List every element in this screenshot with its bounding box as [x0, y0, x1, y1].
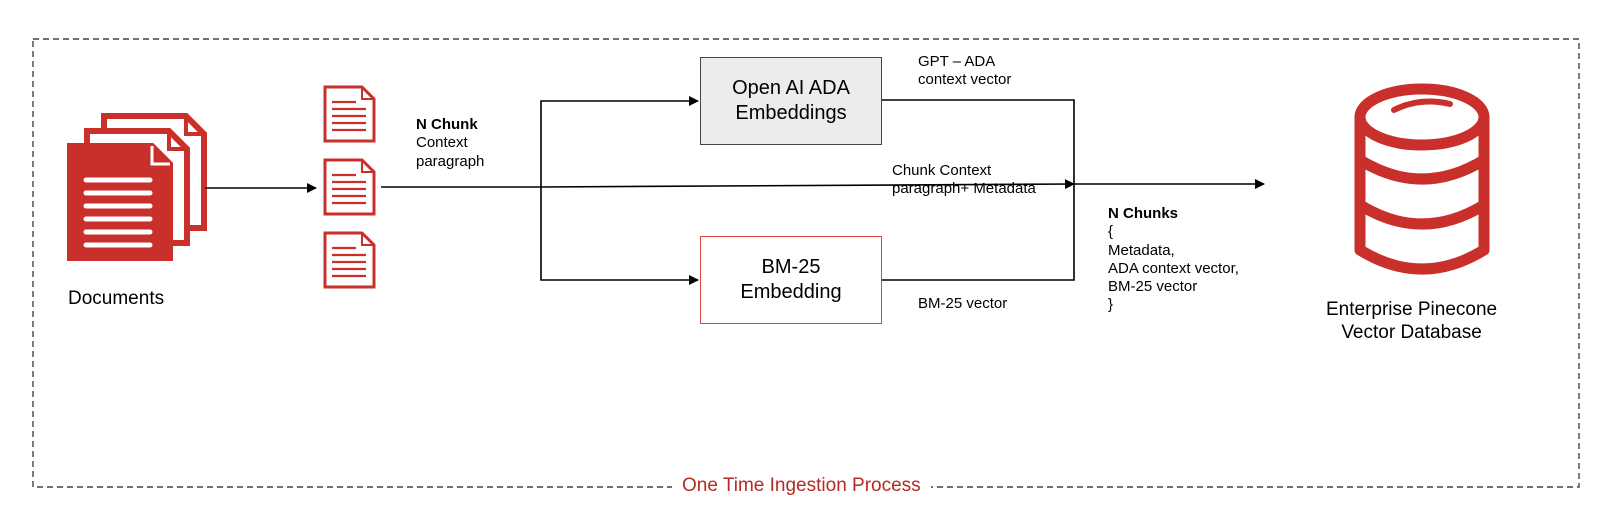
gpt-ada-label-line: context vector [918, 71, 1012, 89]
chunk-context-label: Chunk Context paragraph+ Metadata [892, 162, 1036, 199]
n-chunks-line: BM-25 vector [1108, 278, 1198, 296]
n-chunks-line: } [1108, 296, 1114, 314]
to-ada-arrow [540, 96, 699, 187]
chunk-document-icon [323, 158, 376, 216]
chunk-label: N Chunk Context paragraph [416, 116, 484, 171]
database-icon [1354, 83, 1490, 275]
bm25-box-line: Embedding [740, 281, 842, 303]
n-chunks-line: Metadata, [1108, 241, 1175, 259]
documents-stack-icon [67, 113, 207, 261]
process-boundary [32, 38, 1580, 488]
chunk-label-title: N Chunk [416, 116, 478, 133]
database-label: Enterprise Pinecone Vector Database [1326, 298, 1497, 344]
process-label: One Time Ingestion Process [672, 474, 931, 498]
n-chunks-block: N Chunks { Metadata, ADA context vector,… [1108, 205, 1239, 315]
ada-box-line: Embeddings [735, 102, 847, 124]
chunk-label-line: Context [416, 134, 468, 152]
chunk-document-icon [323, 231, 376, 289]
to-bm25-arrow [540, 187, 699, 285]
n-chunks-line: ADA context vector, [1108, 259, 1239, 277]
ada-embeddings-box: Open AI ADA Embeddings [700, 57, 882, 145]
chunk-document-icon [323, 85, 376, 143]
database-label-line: Vector Database [1341, 322, 1482, 344]
gpt-ada-label-line: GPT – ADA [918, 53, 996, 70]
chunk-label-line: paragraph [416, 152, 485, 170]
bm25-embedding-box: BM-25 Embedding [700, 236, 882, 324]
documents-label: Documents [68, 288, 165, 309]
chunk-context-label-line: Chunk Context [892, 162, 992, 179]
database-label-line: Enterprise Pinecone [1326, 299, 1498, 320]
bm25-box-line: BM-25 [761, 256, 821, 278]
connectors [205, 96, 1265, 285]
n-chunks-line: { [1108, 223, 1114, 241]
bm25-vector-label: BM-25 vector [918, 295, 1008, 312]
bm25-output-line [882, 184, 1075, 281]
chunk-context-label-line: paragraph+ Metadata [892, 180, 1036, 198]
gpt-ada-label: GPT – ADA context vector [918, 53, 1011, 90]
ada-output-line [882, 99, 1075, 184]
ada-box-line: Open AI ADA [732, 77, 850, 99]
n-chunks-title: N Chunks [1108, 205, 1179, 222]
chunk-context-line [540, 179, 1075, 190]
